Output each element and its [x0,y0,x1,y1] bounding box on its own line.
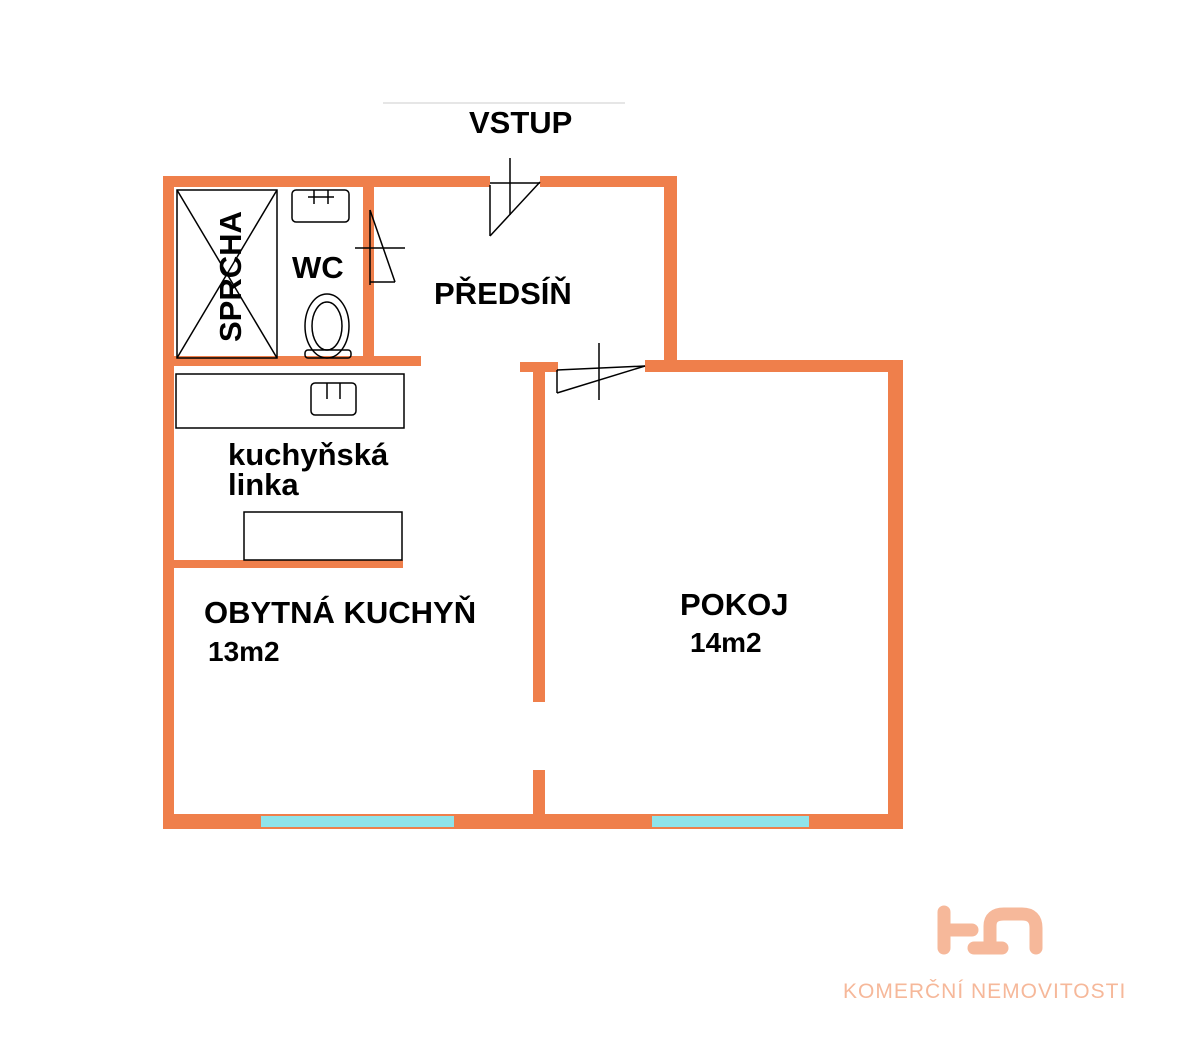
label-kitchen-unit-2: linka [228,467,299,502]
entrance-door-icon [489,158,541,237]
wall-left [163,176,174,829]
kn-logo-icon [937,905,1043,955]
kitchen-lower-unit [243,511,403,561]
wall-room-top [645,360,903,372]
wall-partition-upper [533,362,545,702]
wall-bathroom-bottom [163,356,421,366]
window-kitchen [261,816,454,827]
label-entrance: VSTUP [469,105,572,140]
label-kitchen-unit-1: kuchyňská [228,437,389,472]
room-door-icon [556,343,646,400]
windows [261,816,809,827]
toilet-icon [304,293,352,359]
label-living-kitchen: OBYTNÁ KUCHYŇ [204,594,476,630]
walls [163,176,903,829]
wall-partition-stub [520,362,558,372]
wc-sink-icon [291,189,350,223]
kitchen-counter [175,373,405,429]
wall-bathroom-right [363,176,374,366]
wall-right [888,360,903,829]
label-hallway: PŘEDSÍŇ [434,275,572,311]
label-living-kitchen-area: 13m2 [208,636,280,667]
wall-partition-lower [533,770,545,820]
shower-tray [176,189,278,359]
label-wc: WC [292,250,344,285]
wall-kitchen-unit [163,560,403,568]
label-room: POKOJ [680,587,789,622]
label-room-area: 14m2 [690,627,762,658]
wall-top-right [540,176,677,187]
wall-hall-right [664,176,677,371]
wc-door-icon [355,209,405,285]
label-shower: SPRCHA [213,211,248,342]
brand-tagline: KOMERČNÍ NEMOVITOSTI [843,980,1126,1003]
wall-top-left [163,176,490,187]
window-room [652,816,809,827]
fixtures [175,158,646,561]
